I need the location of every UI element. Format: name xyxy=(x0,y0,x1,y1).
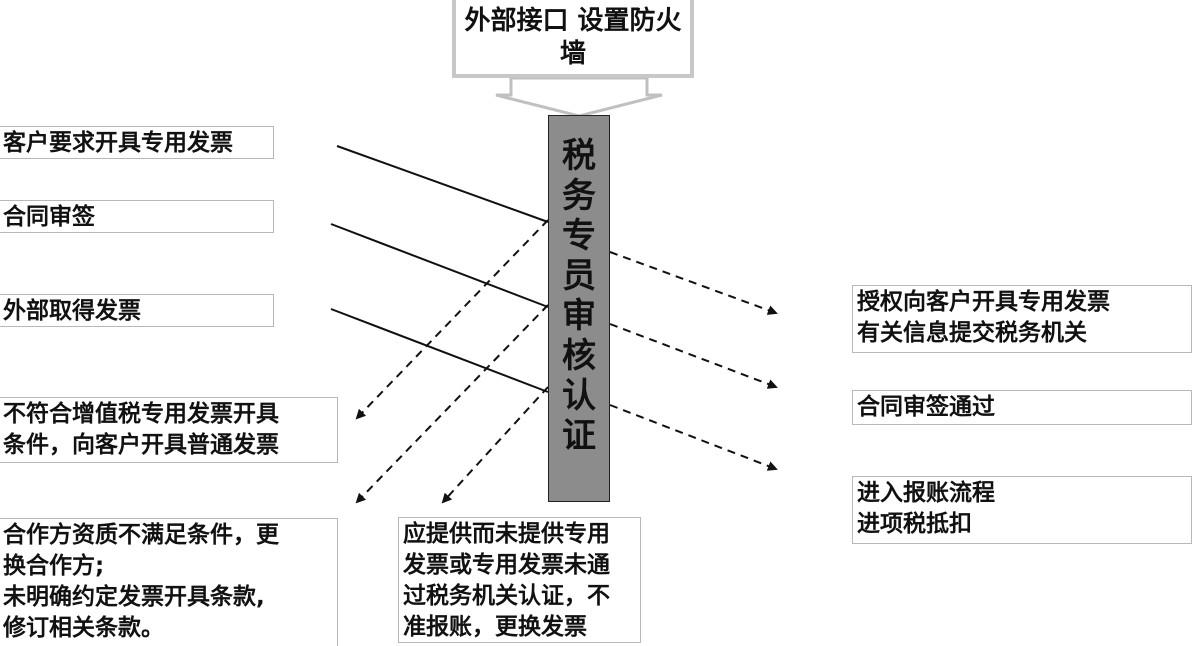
output-box-no-reimburse: 应提供而未提供专用 发票或专用发票未通 过税务机关认证，不 准报账，更换发票 xyxy=(398,517,641,643)
output-box-reimbursement: 进入报账流程 进项税抵扣 xyxy=(852,476,1192,544)
tax-specialist-review-bar: 税 务 专 员 审 核 认 证 xyxy=(548,115,610,502)
output-arrow-normal-invoice xyxy=(355,219,549,420)
top-down-arrow xyxy=(495,76,663,118)
output-arrow-authorize-invoice xyxy=(609,251,778,315)
output-arrow-no-reimburse xyxy=(441,386,549,504)
input-box-external-invoice: 外部取得发票 xyxy=(0,294,274,327)
output-box-contract-approved: 合同审签通过 xyxy=(852,390,1192,425)
firewall-box: 外部接口 设置防火墙 xyxy=(452,0,694,78)
center-label: 税 务 专 员 审 核 认 证 xyxy=(562,136,596,456)
output-arrow-replace-partner xyxy=(355,304,549,504)
input-line-customer-request xyxy=(336,145,549,223)
output-box-normal-invoice: 不符合增值税专用发票开具 条件，向客户开具普通发票 xyxy=(0,397,338,463)
input-box-customer-request: 客户要求开具专用发票 xyxy=(0,126,274,159)
output-box-authorize-invoice: 授权向客户开具专用发票 有关信息提交税务机关 xyxy=(852,285,1192,353)
output-arrow-contract-approved xyxy=(609,323,778,389)
input-line-contract-review xyxy=(330,223,549,308)
input-line-external-invoice xyxy=(330,308,549,393)
input-box-contract-review: 合同审签 xyxy=(0,200,274,233)
output-arrow-reimbursement xyxy=(609,404,778,471)
output-box-replace-partner: 合作方资质不满足条件，更 换合作方; 未明确约定发票开具条款, 修订相关条款。 xyxy=(0,518,338,646)
